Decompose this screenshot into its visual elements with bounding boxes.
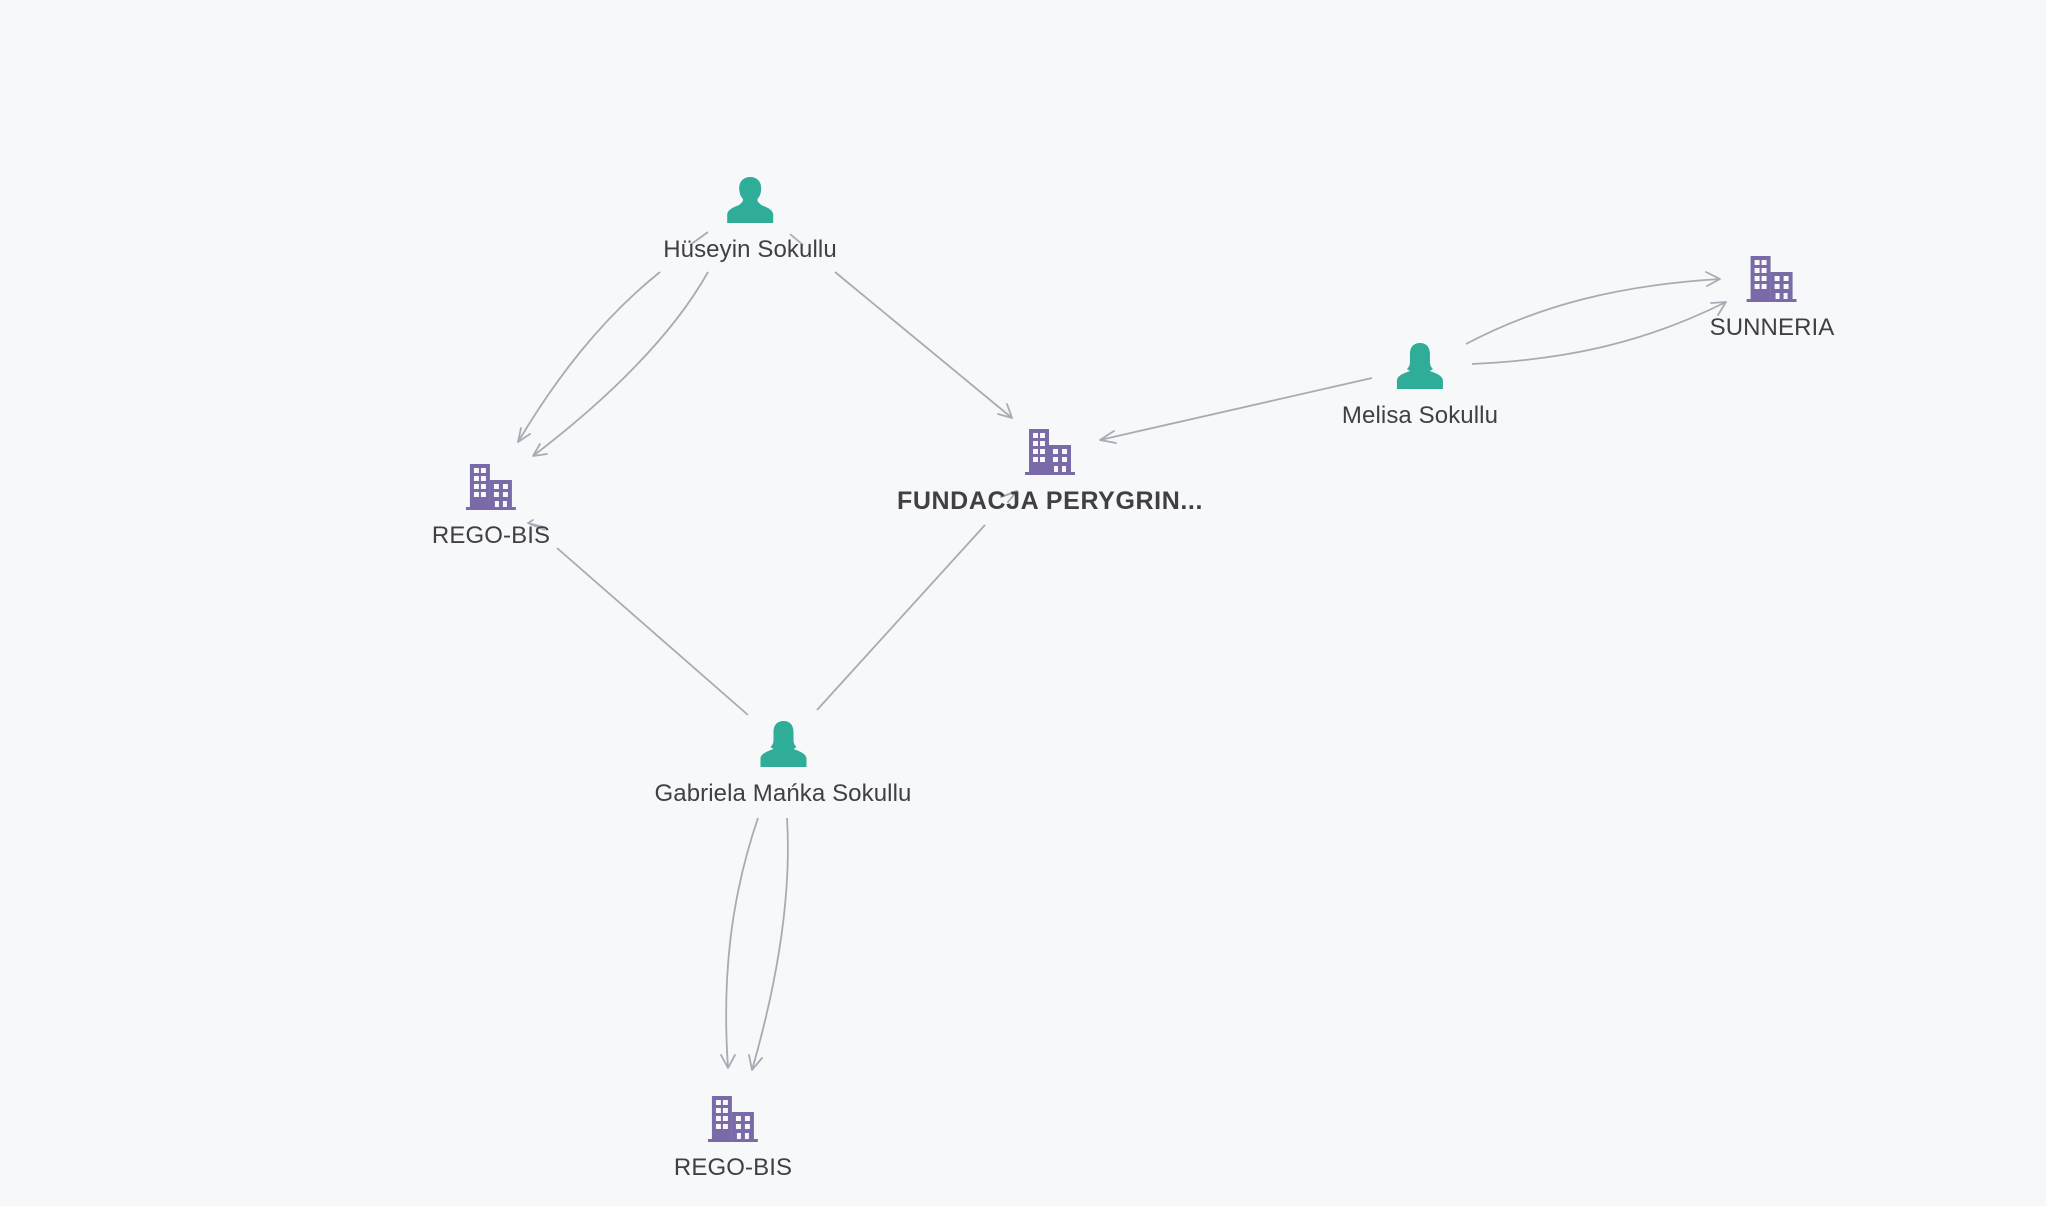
building-icon [708,1092,758,1144]
edge-huseyin-rego-bis-a [517,271,661,443]
edge-huseyin-fundacja [834,271,1013,419]
node-gabriela-manka-sokullu[interactable]: Gabriela Mańka Sokullu [654,718,911,808]
node-label: Gabriela Mańka Sokullu [654,780,912,807]
node-label: SUNNERIA [1709,314,1835,341]
edge-gabriela-rego-bis [527,519,749,716]
node-label: Melisa Sokullu [1341,402,1499,429]
person-female-icon [1394,340,1446,392]
node-label: FUNDACJA PERYGRIN... [896,487,1204,515]
person-female-icon [757,718,809,770]
node-melisa-sokullu[interactable]: Melisa Sokullu [1342,340,1498,430]
node-label: REGO-BIS [673,1154,793,1181]
node-label: REGO-BIS [431,522,551,549]
edge-melisa-fundacja [1099,377,1373,444]
edge-melisa-sunneria-b [1471,301,1727,365]
node-fundacja-perygrin[interactable]: FUNDACJA PERYGRIN... [897,425,1203,516]
building-icon [1024,425,1075,477]
edge-huseyin-rego-bis-b [532,271,709,457]
node-sunneria[interactable]: SUNNERIA [1710,252,1835,342]
edge-gabriela-rego-bis-2-a [720,817,759,1069]
building-icon [1746,252,1797,304]
edge-melisa-sunneria-a [1465,271,1721,345]
node-rego-bis-bottom[interactable]: REGO-BIS [674,1092,792,1182]
edge-gabriela-fundacja [816,490,1018,711]
node-huseyin-sokullu[interactable]: Hüseyin Sokullu [663,174,837,264]
building-icon [466,460,516,512]
person-male-icon [724,174,776,226]
node-rego-bis[interactable]: REGO-BIS [432,460,550,550]
edge-gabriela-rego-bis-2-b [748,817,789,1071]
node-label: Hüseyin Sokullu [663,236,837,263]
